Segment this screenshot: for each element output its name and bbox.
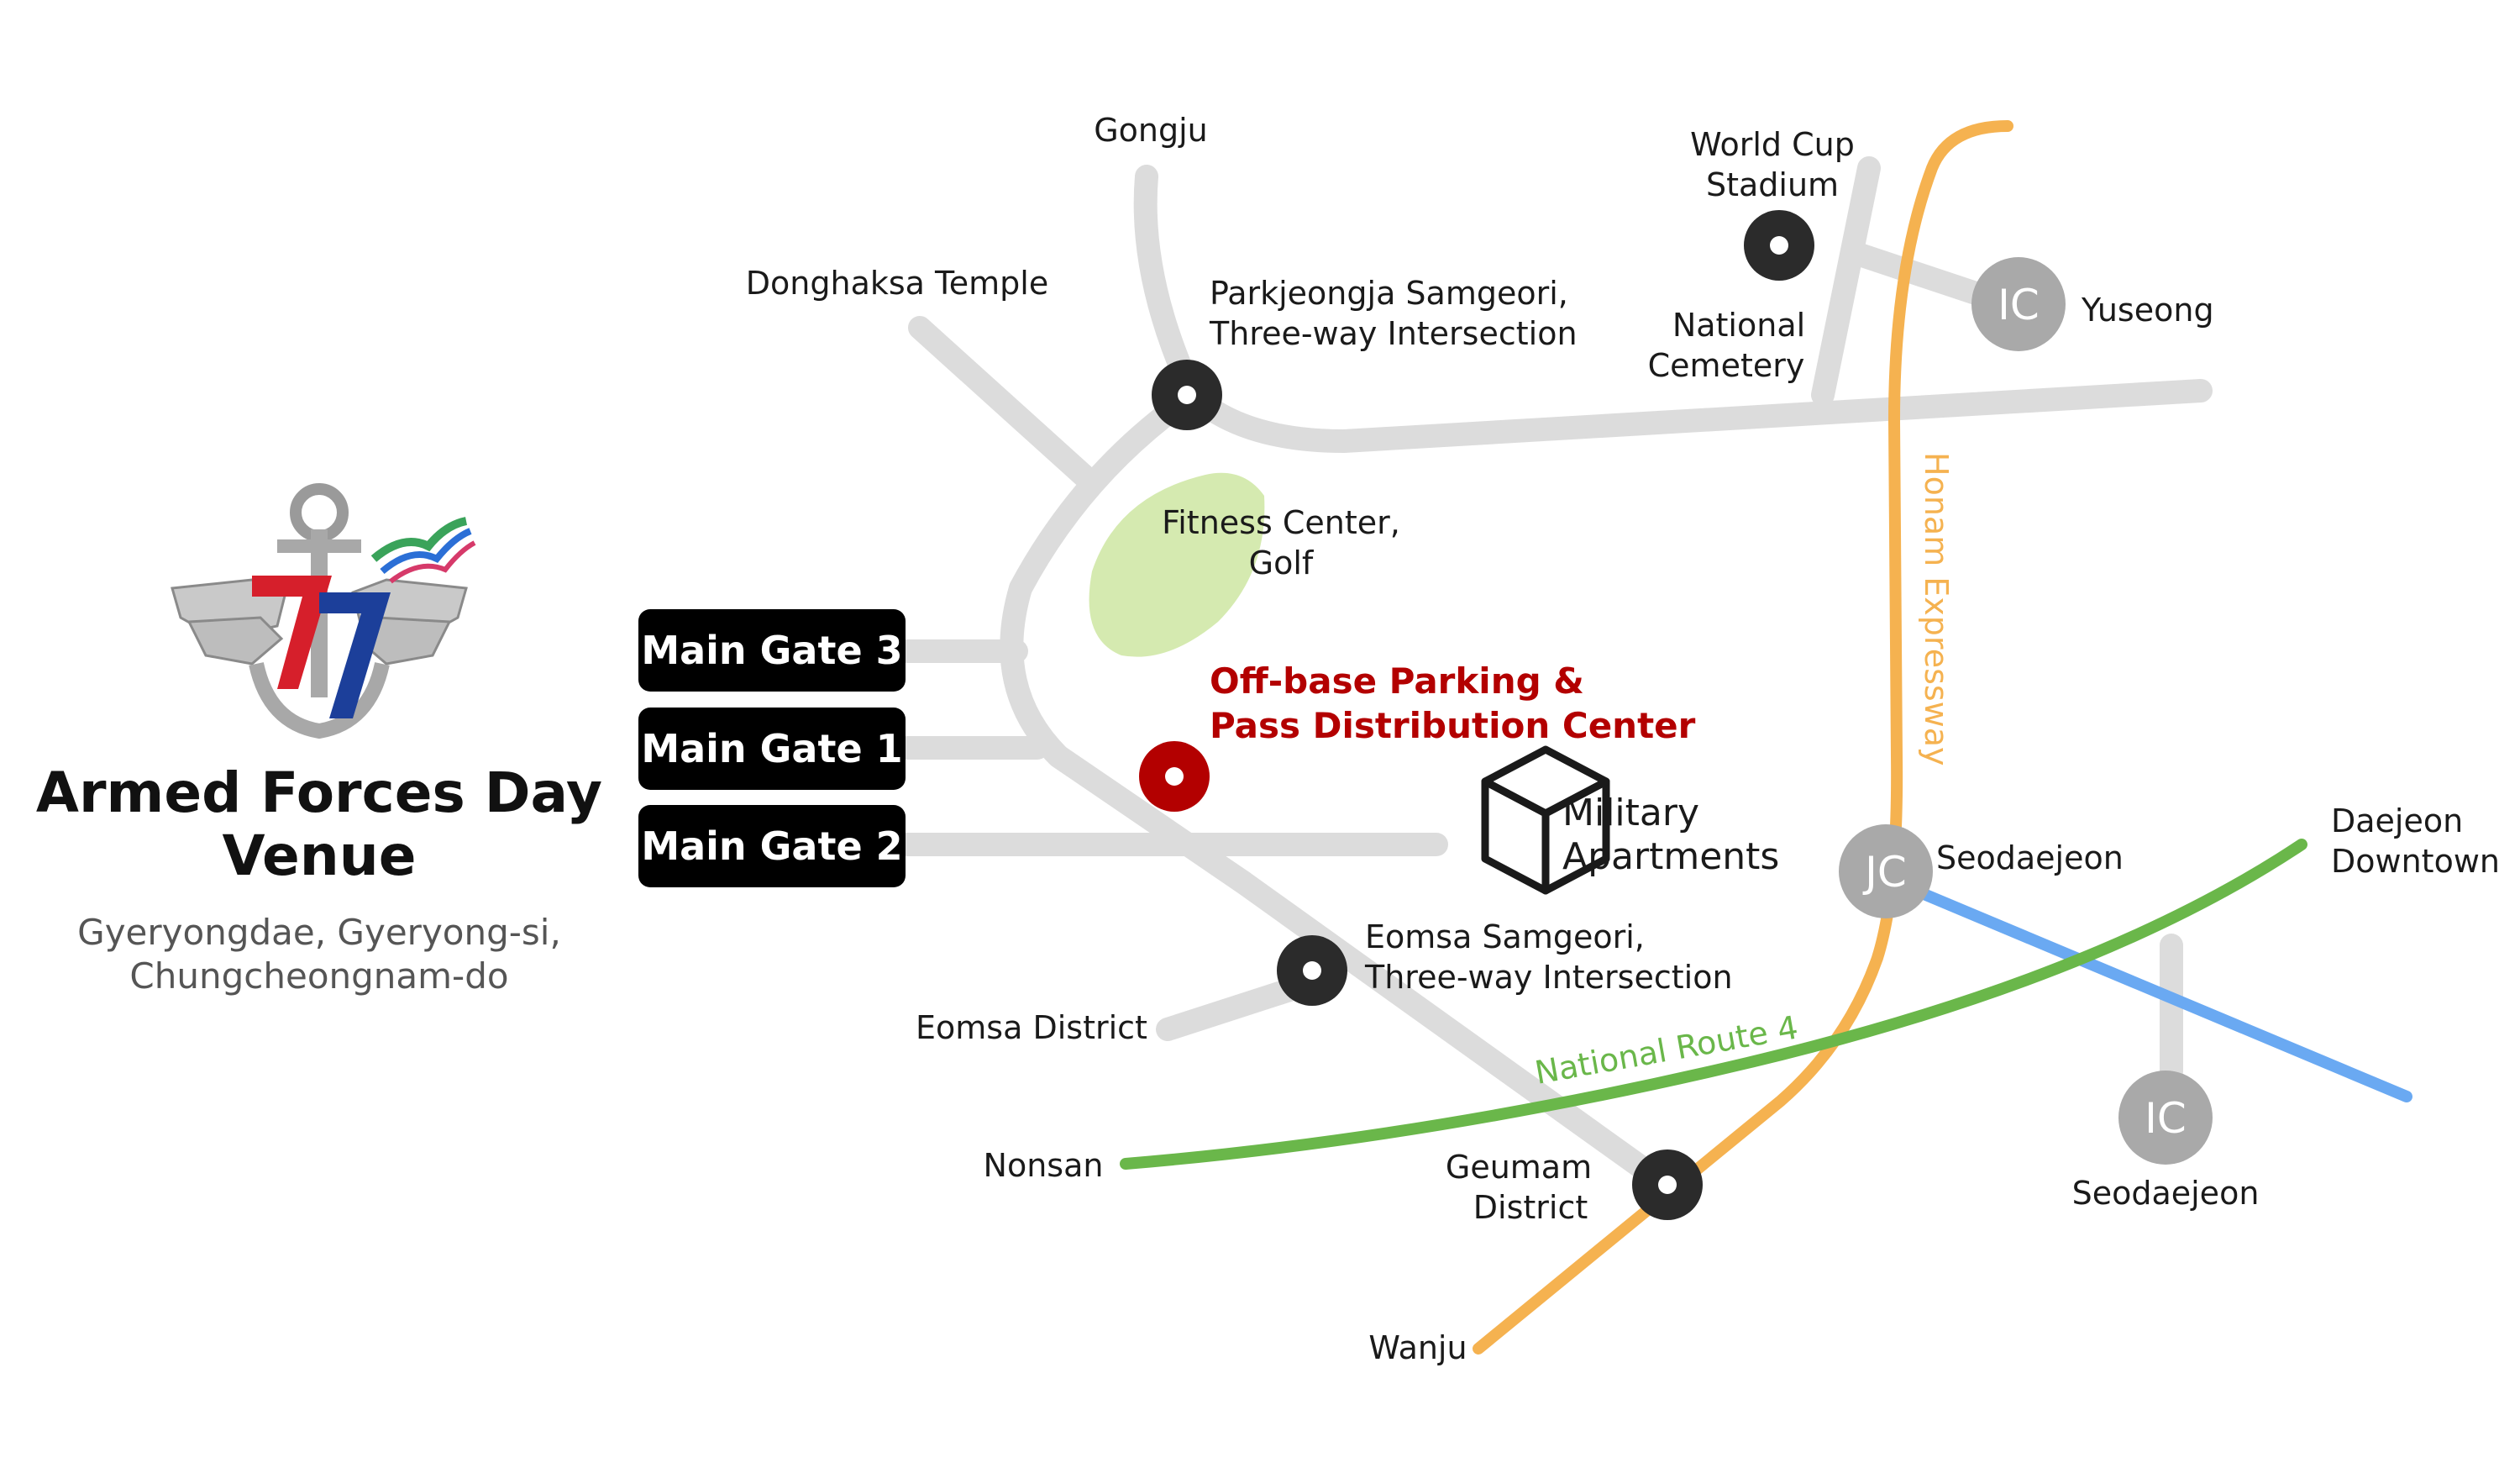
road-donghaksa — [908, 316, 1104, 495]
label-wanju: Wanju — [1368, 1329, 1467, 1366]
label-honam-expressway: Honam Expressway — [1918, 452, 1955, 766]
label-yuseong: Yuseong — [2081, 292, 2214, 329]
venue-subtitle-line2: Chungcheongnam-do — [129, 955, 509, 997]
label-fitness-1: Fitness Center, — [1162, 504, 1400, 541]
svg-text:IC: IC — [1998, 281, 2040, 329]
parkjeongja-node — [1152, 360, 1222, 430]
label-parkjeongja-2: Three-way Intersection — [1209, 315, 1578, 352]
label-apartments-1: Military — [1562, 792, 1699, 834]
parking-center-node — [1139, 741, 1210, 812]
label-parking-1: Off-base Parking & — [1210, 660, 1584, 702]
main-gate-1-label: Main Gate 1 — [641, 726, 902, 771]
label-seodaejeon-ic: Seodaejeon — [2072, 1175, 2260, 1212]
label-apartments-2: Apartments — [1562, 835, 1779, 878]
label-nonsan: Nonsan — [984, 1147, 1104, 1184]
geumam-node — [1632, 1149, 1703, 1220]
fitness-golf-area — [1089, 472, 1265, 657]
military-apartments-cube-icon — [1481, 745, 1610, 895]
label-cemetery-1: National — [1672, 307, 1805, 344]
venue-title-line2: Venue — [222, 823, 417, 888]
label-eomsa-1: Eomsa Samgeori, — [1365, 918, 1645, 955]
road-blue-daejeon — [1880, 872, 2412, 1102]
honam-expressway-line — [1473, 120, 2013, 1355]
road-east — [1181, 379, 2213, 453]
label-world-cup-2: Stadium — [1706, 166, 1839, 203]
label-geumam-2: District — [1473, 1189, 1588, 1226]
road-worldcup — [1811, 156, 1881, 407]
main-gate-3-label: Main Gate 3 — [641, 628, 902, 673]
road-curve — [1000, 383, 1255, 894]
label-cemetery-2: Cemetery — [1648, 347, 1805, 384]
venue-subtitle-line1: Gyeryongdae, Gyeryong-si, — [77, 912, 561, 953]
label-eomsa-2: Three-way Intersection — [1364, 959, 1733, 996]
label-eomsa-district: Eomsa District — [916, 1009, 1147, 1046]
svg-text:IC: IC — [2145, 1094, 2187, 1143]
national-route-4-line — [1120, 839, 2307, 1170]
main-gate-1[interactable]: Main Gate 1 — [638, 708, 906, 790]
label-geumam-1: Geumam — [1446, 1149, 1592, 1186]
intersection-nodes — [1139, 210, 1814, 1220]
eomsa-node — [1277, 935, 1347, 1006]
seodaejeon-ic-badge: IC — [2118, 1071, 2213, 1165]
svg-text:JC: JC — [1862, 848, 1907, 897]
label-fitness-2: Golf — [1249, 544, 1315, 581]
yuseong-ic-badge: IC — [1971, 257, 2066, 351]
label-donghaksa: Donghaksa Temple — [746, 265, 1048, 302]
seodaejeon-jc-badge: JC — [1839, 824, 1933, 918]
main-gate-3[interactable]: Main Gate 3 — [638, 609, 906, 692]
label-parkjeongja-1: Parkjeongja Samgeori, — [1210, 275, 1568, 312]
armed-forces-77-emblem-icon — [171, 483, 476, 739]
label-world-cup-1: World Cup — [1690, 126, 1855, 163]
label-seodaejeon-jc: Seodaejeon — [1936, 839, 2124, 876]
label-gongju: Gongju — [1094, 112, 1208, 149]
label-parking-2: Pass Distribution Center — [1210, 705, 1696, 746]
road-geumam — [1231, 871, 1683, 1201]
world-cup-node — [1744, 210, 1814, 281]
main-gate-2-label: Main Gate 2 — [641, 823, 902, 869]
label-daejeon-1: Daejeon — [2331, 802, 2463, 839]
label-daejeon-2: Downtown — [2331, 843, 2500, 880]
venue-title-line1: Armed Forces Day — [35, 760, 603, 825]
main-gate-2[interactable]: Main Gate 2 — [638, 805, 906, 887]
